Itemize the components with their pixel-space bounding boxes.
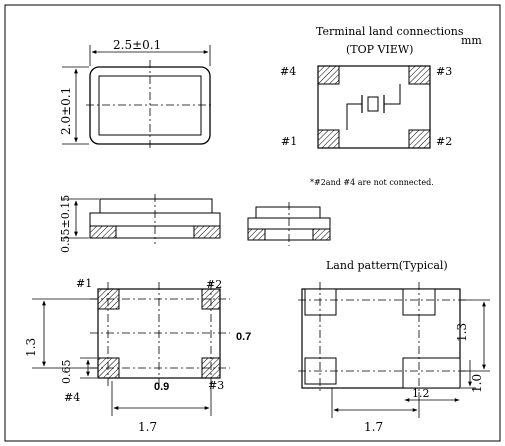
land-dim-1-2-label: 1.2 xyxy=(412,387,430,400)
land-pad-bottom-right xyxy=(402,357,461,389)
width-dimension: 2.5±0.1 xyxy=(89,38,211,66)
terminal-pin-1-label: #1 xyxy=(281,135,297,148)
end-pad-left xyxy=(247,228,266,241)
terminal-subtitle: (TOP VIEW) xyxy=(346,43,413,56)
height-dim-label: 2.0±0.1 xyxy=(59,87,73,135)
package-top-view xyxy=(86,60,214,150)
unit-label: mm xyxy=(461,34,482,47)
land-dim-1-0-label: 1.0 xyxy=(470,374,484,393)
terminal-top-view: #4 #3 #1 #2 xyxy=(280,65,452,149)
pad-view-pin-1-label: #1 xyxy=(76,277,92,290)
end-pad-right xyxy=(312,228,331,241)
pad-dim-0-9-label: 0.9 xyxy=(154,381,169,393)
drawing-frame xyxy=(4,4,501,442)
terminal-pin-4-label: #4 xyxy=(280,65,296,78)
terminal-pad-1 xyxy=(317,129,340,149)
land-pad-top-left xyxy=(304,288,337,316)
height-dimension: 2.0±0.1 xyxy=(59,66,89,145)
package-side-view xyxy=(89,194,221,244)
land-dim-1-3-label: 1.3 xyxy=(455,323,469,342)
land-pattern xyxy=(298,282,466,392)
terminal-pad-3 xyxy=(408,65,431,85)
terminal-note: *#2and #4 are not connected. xyxy=(310,178,434,187)
pad-dim-1-7-label: 1.7 xyxy=(138,420,157,434)
pad-view-pin-4-label: #4 xyxy=(64,391,80,404)
pad-view-pin-3-label: #3 xyxy=(208,379,224,392)
side-pad-right xyxy=(193,225,221,239)
width-dim-label: 2.5±0.1 xyxy=(113,38,161,52)
land-dim-1-7-label: 1.7 xyxy=(364,420,383,434)
pad-view-pin-2-label: #2 xyxy=(206,278,222,291)
thickness-dim-label: 0.55±0.15 xyxy=(59,195,72,253)
pad-view: #1 #2 #4 #3 xyxy=(64,277,230,404)
terminal-pad-4 xyxy=(317,65,340,85)
pad-dim-0-7-label: 0.7 xyxy=(236,331,251,343)
terminal-pad-2 xyxy=(408,129,431,149)
land-pattern-dimensions: 1.3 1.0 1.2 1.7 xyxy=(331,299,490,434)
pad-dim-0-65-label: 0.65 xyxy=(60,360,73,385)
pad-dim-1-3-label: 1.3 xyxy=(24,338,38,357)
terminal-pin-2-label: #2 xyxy=(436,135,452,148)
package-end-view xyxy=(247,202,331,246)
terminal-title: Terminal land connections xyxy=(316,25,464,38)
thickness-dimension: 0.55±0.15 xyxy=(59,195,99,253)
crystal-symbol-icon xyxy=(346,84,401,130)
pad-view-dimensions: 1.3 0.65 0.7 0.9 1.7 xyxy=(24,298,251,434)
land-pattern-title: Land pattern(Typical) xyxy=(326,259,448,272)
terminal-pin-3-label: #3 xyxy=(436,65,452,78)
side-pad-left xyxy=(89,225,117,239)
